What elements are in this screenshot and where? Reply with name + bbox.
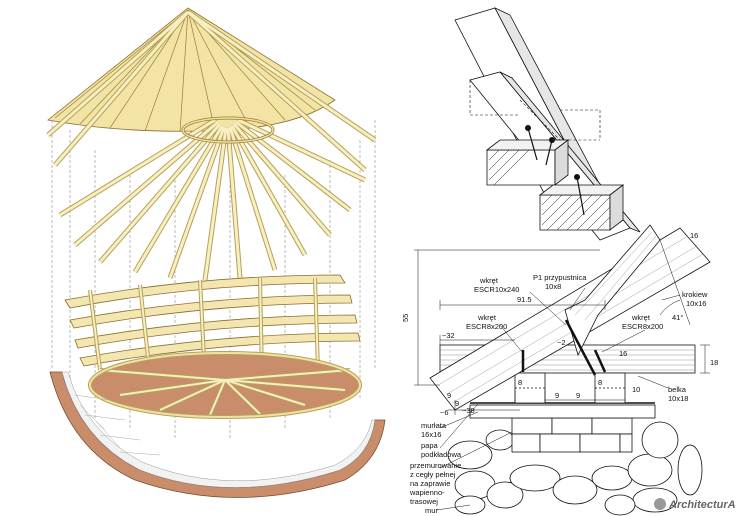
leader-lines [436,287,681,511]
label-przemurowanie-2: z cegły pełnej [410,470,456,479]
label-przemurowanie-4: wapienno- [409,488,445,497]
dim-9-a: 9 [555,391,559,400]
dim-6: ~6 [440,408,449,417]
dim-18: 18 [710,358,718,367]
label-wkret-mid-spec: ESCR8x200 [466,322,507,331]
label-krokiew: krokiew [682,290,708,299]
label-belka-size: 10x18 [668,394,688,403]
label-papa: papa [421,441,439,450]
brick-masonry [511,417,633,453]
stone-wall [447,421,703,516]
dim-32: ~32 [442,331,455,340]
dim-2: ~2 [557,338,566,347]
screws [521,319,607,376]
dim-16-rafter: 16 [690,231,698,240]
base-wall [49,371,386,498]
label-wkret-top: wkręt [479,276,499,285]
rafter-cone [46,7,377,281]
label-mur: mur [425,506,438,515]
dim-9-c: 9 [455,399,459,408]
label-papa-2: podkładowa [421,450,462,459]
joint-axonometric-detail [454,7,641,241]
label-wkret-right-spec: ESCR8x200 [622,322,663,331]
label-przemurowanie: przemurowanie [410,461,461,470]
dim-9-left: 9 [447,391,451,400]
murlata-plate [469,404,656,419]
dim-91-5: 91.5 [517,295,532,304]
label-belka: belka [668,385,687,394]
dim-9-b: 9 [576,391,580,400]
dim-16: 16 [619,349,627,358]
label-krokiew-size: 10x16 [686,299,706,308]
label-p1-size: 10x8 [545,282,561,291]
brand-text: ArchitecturA [668,499,736,511]
dim-8-right: 8 [598,378,602,387]
label-p1: P1 przypustnica [533,273,587,282]
floor-joists [88,351,362,419]
dim-55: 55 [401,314,410,322]
label-murlata-size: 16x16 [421,430,441,439]
dim-10: 10 [632,385,640,394]
posts [514,372,626,404]
label-wkret-top-spec: ESCR10x240 [474,285,519,294]
dim-38: ~38 [462,406,475,415]
label-przemurowanie-3: na zaprawie [410,479,450,488]
section-detail-drawing: 55 91.5 ~32 ~2 16 41° 18 8 8 9 9 9 9 ~6 … [401,224,718,516]
label-wkret-mid: wkręt [477,313,497,322]
label-przemurowanie-5: trasowej [410,497,438,506]
architectura-logo: ArchitecturA [654,498,736,511]
exploded-roof-axonometric [46,7,386,498]
dimension-lines [414,239,710,415]
dim-8-left: 8 [518,378,522,387]
label-murlata: murłata [421,421,447,430]
label-wkret-right: wkręt [631,313,651,322]
dim-41-deg: 41° [672,313,683,322]
purlin-layer [64,274,361,379]
